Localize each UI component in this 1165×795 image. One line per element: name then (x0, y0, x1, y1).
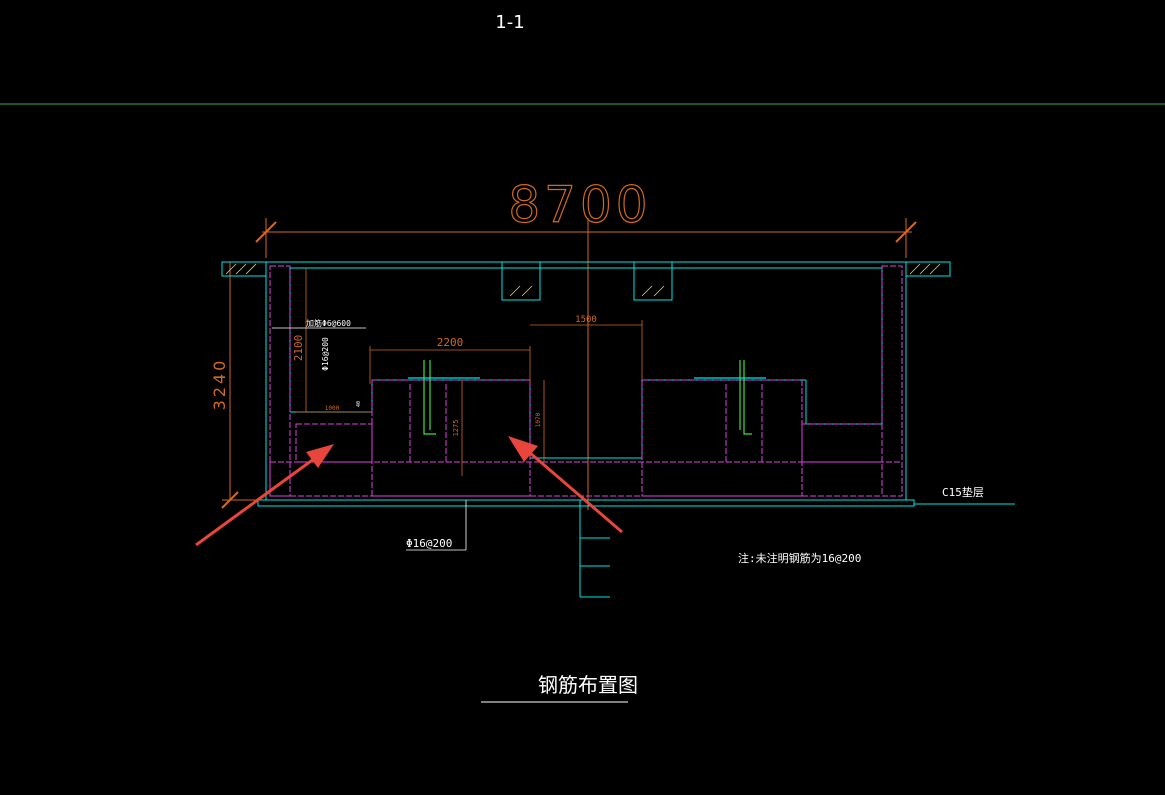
red-arrow-left-icon (195, 444, 334, 547)
red-arrow-right-icon (508, 436, 623, 534)
inner-dimensions (296, 268, 643, 476)
dim-1275: 1275 (452, 420, 460, 437)
leader-base (406, 500, 467, 551)
dim-2100: 2100 (292, 335, 305, 362)
rebar-phi16-wall-label: Φ16@200 (321, 337, 330, 371)
dim-1070: 1070 (535, 412, 542, 427)
rebar-phi16-base-label: Φ16@200 (406, 537, 452, 550)
top-slab (221, 261, 951, 301)
note-unmarked-rebar: 注:未注明钢筋为16@200 (738, 551, 861, 565)
base-slab (257, 499, 1015, 507)
dim-1000: 1000 (325, 405, 340, 412)
anchor-bolts (408, 360, 766, 435)
overall-width-label: 8700 (508, 176, 651, 234)
height-dimension: 3240 (210, 261, 266, 509)
slab-hatch (225, 263, 941, 297)
dim-40: 40 (356, 401, 362, 407)
overall-dimension: 8700 (255, 175, 917, 258)
center-pile (579, 500, 610, 598)
c15-cushion-label: C15垫层 (942, 485, 984, 499)
section-label: 1-1 (495, 12, 524, 33)
height-label: 3240 (210, 358, 229, 411)
dim-1500: 1500 (575, 315, 597, 325)
dim-2200: 2200 (437, 336, 464, 349)
rebar-phi8-600-label: 加筋Φ6@600 (306, 318, 351, 328)
rebar-layout (269, 265, 903, 497)
outer-walls (265, 262, 907, 500)
drawing-title: 钢筋布置图 (538, 673, 638, 697)
